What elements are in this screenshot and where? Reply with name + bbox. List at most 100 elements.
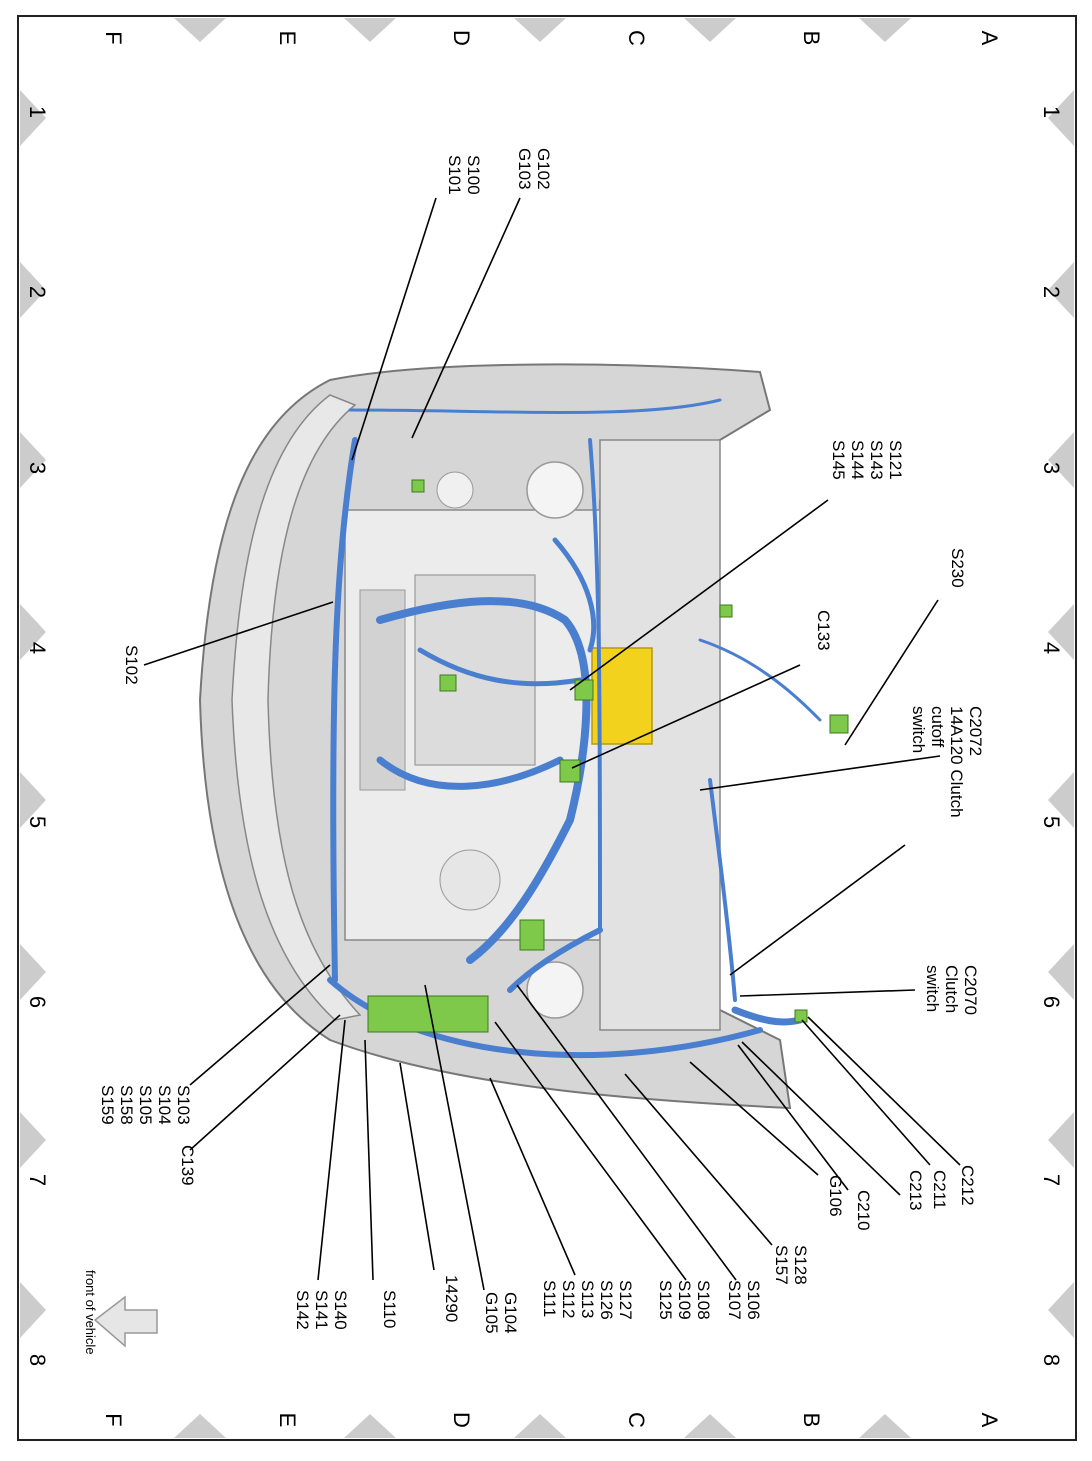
border-triangle-marker <box>20 262 46 318</box>
callout-label-text: S107 <box>725 1280 744 1320</box>
callout-label-text: C211 <box>930 1170 949 1209</box>
callout-label-text: C210 <box>854 1190 873 1231</box>
grid-row-label: D <box>449 1412 474 1428</box>
connector-blocks <box>367 479 849 1033</box>
border-triangle-marker <box>514 1414 566 1438</box>
callout-label-text: S106 <box>744 1280 763 1320</box>
border-triangle-marker <box>1048 772 1074 828</box>
border-triangle-marker <box>859 1414 911 1438</box>
border-triangle-marker <box>514 18 566 42</box>
callout-label-text: switch <box>923 965 942 1012</box>
grid-column-label: 5 <box>25 816 50 828</box>
callout-label-text: S126 <box>597 1280 616 1320</box>
front-of-vehicle-label: front of vehicle <box>83 1270 98 1355</box>
callout-label-text: C2070 <box>961 965 980 1015</box>
grid-row-label: D <box>449 30 474 46</box>
grid-row-label: C <box>624 30 649 46</box>
grid-row-label: A <box>977 1413 1002 1428</box>
callout-label-text: C213 <box>906 1170 925 1211</box>
grid-row-label: B <box>799 1413 824 1428</box>
border-triangle-marker <box>344 18 396 42</box>
callout-label-text: C133 <box>814 610 833 651</box>
grid-column-label: 1 <box>25 106 50 118</box>
grid-row-label: F <box>101 31 126 44</box>
callout-label-text: S143 <box>867 440 886 480</box>
callout-label-text: S125 <box>656 1280 675 1320</box>
grid-column-label: 2 <box>25 286 50 298</box>
grid-column-label: 3 <box>1039 462 1064 474</box>
grid-column-label: 6 <box>25 996 50 1008</box>
border-triangle-marker <box>20 604 46 660</box>
callout-label-text: S121 <box>886 440 905 480</box>
grid-column-label: 4 <box>25 642 50 654</box>
grid-column-label: 7 <box>25 1174 50 1186</box>
grid-border-markers <box>20 18 1074 1438</box>
callout-label-text: 14290 <box>442 1275 461 1322</box>
border-triangle-marker <box>1048 432 1074 488</box>
callout-label-text: G106 <box>826 1175 845 1217</box>
callout-label-text: G103 <box>515 148 534 190</box>
border-triangle-marker <box>20 772 46 828</box>
grid-row-label: E <box>275 31 300 46</box>
grid-row-label: F <box>101 1413 126 1426</box>
callout-label-text: C139 <box>178 1145 197 1186</box>
callout-label-text: S141 <box>312 1290 331 1330</box>
border-triangle-marker <box>20 1282 46 1338</box>
callout-label-text: S159 <box>98 1085 117 1125</box>
grid-column-label: 1 <box>1039 106 1064 118</box>
grid-row-label: B <box>799 31 824 46</box>
callout-label-text: S111 <box>540 1280 559 1317</box>
callout-label-text: S110 <box>380 1290 399 1328</box>
border-triangle-marker <box>859 18 911 42</box>
strut-tower-right <box>526 961 584 1019</box>
callout-label-text: Clutch <box>942 965 961 1013</box>
callout-label-text: S145 <box>829 440 848 480</box>
border-triangle-marker <box>1048 1112 1074 1168</box>
border-triangle-marker <box>20 432 46 488</box>
grid-column-label: 8 <box>25 1354 50 1366</box>
grid-column-label: 5 <box>1039 816 1064 828</box>
mount-circle <box>436 471 474 509</box>
border-triangle-marker <box>174 1414 226 1438</box>
callout-label-text: 14A120 Clutch <box>947 706 966 818</box>
callout-label-text: G102 <box>534 148 553 190</box>
strut-tower-left <box>526 461 584 519</box>
callout-label-text: S158 <box>117 1085 136 1125</box>
border-triangle-marker <box>344 1414 396 1438</box>
border-triangle-marker <box>1048 262 1074 318</box>
grid-column-label: 7 <box>1039 1174 1064 1186</box>
grid-column-label: 8 <box>1039 1354 1064 1366</box>
callout-label-text: S112 <box>559 1280 578 1318</box>
callout-label-text: G104 <box>501 1292 520 1334</box>
callout-label-text: C2072 <box>966 706 985 756</box>
grid-row-label: C <box>624 1412 649 1428</box>
leader-lines <box>143 197 961 1291</box>
callout-label-text: S109 <box>675 1280 694 1320</box>
callout-label-text: S103 <box>174 1085 193 1125</box>
grid-row-label: A <box>977 31 1002 46</box>
callout-label-text: S140 <box>331 1290 350 1330</box>
border-triangle-marker <box>1048 944 1074 1000</box>
callout-label-text: S101 <box>445 155 464 195</box>
grid-column-label: 6 <box>1039 996 1064 1008</box>
border-triangle-marker <box>1048 604 1074 660</box>
callout-label-text: S157 <box>772 1245 791 1285</box>
callout-label-text: S108 <box>694 1280 713 1320</box>
grid-column-label: 3 <box>25 462 50 474</box>
callout-label-text: S113 <box>578 1280 597 1318</box>
callout-label-text: S230 <box>948 548 967 588</box>
border-triangle-marker <box>20 944 46 1000</box>
border-triangle-marker <box>684 1414 736 1438</box>
callout-label-text: S128 <box>791 1245 810 1285</box>
border-triangle-marker <box>20 1112 46 1168</box>
ac-compressor <box>439 849 501 911</box>
callout-label-text: S142 <box>293 1290 312 1330</box>
callout-label-text: S127 <box>616 1280 635 1320</box>
callout-label-text: S100 <box>464 155 483 195</box>
grid-row-label: E <box>275 1413 300 1428</box>
border-triangle-marker <box>20 90 46 146</box>
border-triangle-marker <box>1048 90 1074 146</box>
vehicle-body <box>198 363 792 1110</box>
